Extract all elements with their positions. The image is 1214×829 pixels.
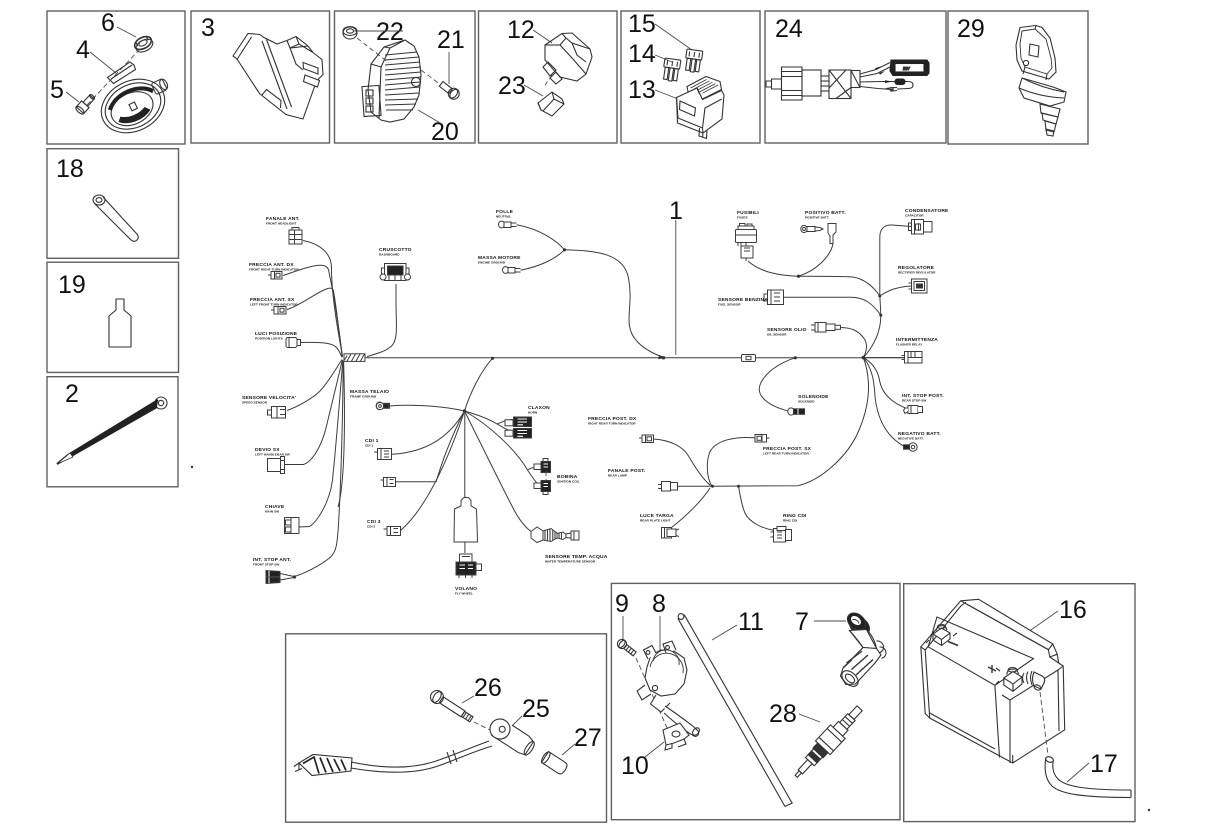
svg-text:26: 26 — [474, 674, 502, 702]
svg-text:FLY WHEEL: FLY WHEEL — [455, 592, 473, 596]
svg-text:16: 16 — [1059, 596, 1087, 624]
svg-text:FRAME GROUND: FRAME GROUND — [350, 395, 377, 399]
svg-text:10: 10 — [621, 752, 649, 780]
svg-text:28: 28 — [769, 700, 797, 728]
svg-text:SENSORE OLIO: SENSORE OLIO — [767, 327, 807, 333]
svg-text:FRECCIA POST. DX: FRECCIA POST. DX — [588, 416, 637, 422]
svg-text:REGOLATORE: REGOLATORE — [898, 265, 935, 271]
svg-text:SENSORE VELOCITA': SENSORE VELOCITA' — [242, 395, 296, 401]
svg-text:1: 1 — [669, 197, 683, 225]
svg-text:8: 8 — [652, 590, 666, 618]
svg-text:25: 25 — [522, 695, 550, 723]
svg-text:CAPACITOR: CAPACITOR — [905, 214, 924, 218]
svg-text:FUEL SENSOR: FUEL SENSOR — [718, 303, 741, 307]
svg-text:LEFT FRONT TURN INDICATOR: LEFT FRONT TURN INDICATOR — [250, 303, 298, 307]
svg-text:LEFT HANDLEBAR SW: LEFT HANDLEBAR SW — [255, 453, 290, 457]
svg-text:REAR LAMP: REAR LAMP — [608, 474, 627, 478]
svg-text:CDI 3: CDI 3 — [367, 519, 381, 525]
svg-text:NEUTRAL: NEUTRAL — [496, 215, 511, 219]
svg-text:CHIAVE: CHIAVE — [265, 504, 285, 510]
svg-text:FUSIBILI: FUSIBILI — [737, 210, 759, 216]
svg-text:23: 23 — [498, 72, 526, 100]
svg-text:INT. STOP POST.: INT. STOP POST. — [902, 393, 944, 399]
svg-text:FRECCIA POST. SX: FRECCIA POST. SX — [763, 446, 812, 452]
svg-text:7: 7 — [795, 608, 809, 636]
svg-text:RECTIFIER REGULATOR: RECTIFIER REGULATOR — [898, 271, 936, 275]
svg-text:29: 29 — [957, 15, 985, 43]
svg-text:RIGHT REAR TURN INDICATOR: RIGHT REAR TURN INDICATOR — [588, 422, 636, 426]
svg-text:FRONT RIGHT TURN INDICATOR: FRONT RIGHT TURN INDICATOR — [249, 268, 299, 272]
svg-text:HORN: HORN — [528, 411, 538, 415]
svg-text:ENGINE GROUND: ENGINE GROUND — [478, 261, 506, 265]
svg-text:27: 27 — [574, 724, 602, 752]
svg-text:INTERMITTENZA: INTERMITTENZA — [896, 337, 938, 343]
svg-text:SENSORE BENZINA: SENSORE BENZINA — [718, 297, 768, 303]
svg-text:11: 11 — [738, 608, 764, 636]
svg-text:FANALE ANT.: FANALE ANT. — [266, 216, 300, 222]
svg-text:19: 19 — [58, 271, 86, 299]
svg-text:REAR PLATE LIGHT: REAR PLATE LIGHT — [640, 519, 671, 523]
svg-text:20: 20 — [431, 118, 459, 146]
svg-text:SPEED SENSOR: SPEED SENSOR — [242, 401, 268, 405]
svg-text:FRONT HEADLIGHT: FRONT HEADLIGHT — [266, 222, 296, 226]
svg-text:MAIN SW: MAIN SW — [265, 510, 279, 514]
svg-text:IGNITION COIL: IGNITION COIL — [557, 480, 580, 484]
svg-text:14: 14 — [628, 40, 656, 68]
svg-text:17: 17 — [1090, 750, 1118, 778]
svg-text:MASSA TELAIO: MASSA TELAIO — [350, 389, 389, 395]
svg-text:3: 3 — [201, 14, 215, 42]
svg-text:SENSORE TEMP. ACQUA: SENSORE TEMP. ACQUA — [545, 554, 608, 560]
svg-text:DASHBOARD: DASHBOARD — [379, 253, 400, 257]
svg-text:21: 21 — [437, 26, 465, 54]
svg-text:LUCI POSIZIONE: LUCI POSIZIONE — [255, 331, 298, 337]
svg-text:FLASHER RELAY: FLASHER RELAY — [896, 343, 923, 347]
svg-text:13: 13 — [628, 76, 656, 104]
svg-text:9: 9 — [615, 590, 629, 618]
svg-text:22: 22 — [376, 18, 404, 46]
svg-text:CRUSCOTTO: CRUSCOTTO — [379, 247, 412, 253]
svg-text:18: 18 — [56, 155, 84, 183]
svg-text:OIL SENSOR: OIL SENSOR — [767, 333, 787, 337]
svg-text:POSITIVE BATT.: POSITIVE BATT. — [805, 216, 829, 220]
svg-text:CONDENSATORE: CONDENSATORE — [905, 208, 949, 214]
svg-text:CDI 1: CDI 1 — [365, 438, 379, 444]
svg-text:CDI 3: CDI 3 — [367, 525, 375, 529]
svg-text:POSITIVO BATT.: POSITIVO BATT. — [805, 210, 846, 216]
svg-text:BOBINA: BOBINA — [557, 474, 578, 480]
svg-text:NEGATIVO BATT.: NEGATIVO BATT. — [898, 431, 941, 437]
svg-text:SOLENOIDE: SOLENOIDE — [798, 394, 829, 400]
svg-text:FRONT STOP SW: FRONT STOP SW — [253, 563, 279, 567]
svg-text:12: 12 — [507, 16, 535, 44]
svg-text:SOLENOID: SOLENOID — [798, 400, 815, 404]
svg-text:FANALE POST.: FANALE POST. — [608, 468, 646, 474]
svg-text:FUSES: FUSES — [737, 216, 748, 220]
svg-text:POSITION LIGHTS: POSITION LIGHTS — [255, 337, 283, 341]
svg-text:4: 4 — [76, 36, 90, 64]
svg-text:24: 24 — [775, 15, 803, 43]
svg-text:LEFT REAR TURN INDICATOR: LEFT REAR TURN INDICATOR — [763, 452, 809, 456]
svg-text:VOLANO: VOLANO — [455, 586, 477, 592]
svg-text:mv: mv — [903, 66, 910, 72]
svg-text:WATER TEMPERATURE SENSOR: WATER TEMPERATURE SENSOR — [545, 560, 596, 564]
svg-text:INT. STOP ANT.: INT. STOP ANT. — [253, 557, 291, 563]
svg-text:RING CDI: RING CDI — [783, 519, 797, 523]
svg-text:FRECCIA ANT. DX: FRECCIA ANT. DX — [249, 262, 294, 268]
svg-text:RING CDI: RING CDI — [783, 513, 807, 519]
svg-text:CLAXON: CLAXON — [528, 405, 550, 411]
svg-text:CDI 1: CDI 1 — [365, 444, 373, 448]
svg-text:REAR STOP SW: REAR STOP SW — [902, 399, 926, 403]
svg-text:FOLLE: FOLLE — [496, 209, 514, 215]
svg-text:15: 15 — [628, 10, 656, 38]
svg-text:6: 6 — [101, 9, 115, 37]
svg-text:LUCE TARGA: LUCE TARGA — [640, 513, 674, 519]
svg-text:2: 2 — [65, 380, 79, 408]
svg-text:NEGATIVE BATT.: NEGATIVE BATT. — [898, 437, 924, 441]
svg-text:MASSA MOTORE: MASSA MOTORE — [478, 255, 521, 261]
svg-text:FRECCIA ANT. SX: FRECCIA ANT. SX — [250, 297, 295, 303]
svg-text:5: 5 — [50, 76, 64, 104]
svg-text:DEVIO SX: DEVIO SX — [255, 447, 280, 453]
